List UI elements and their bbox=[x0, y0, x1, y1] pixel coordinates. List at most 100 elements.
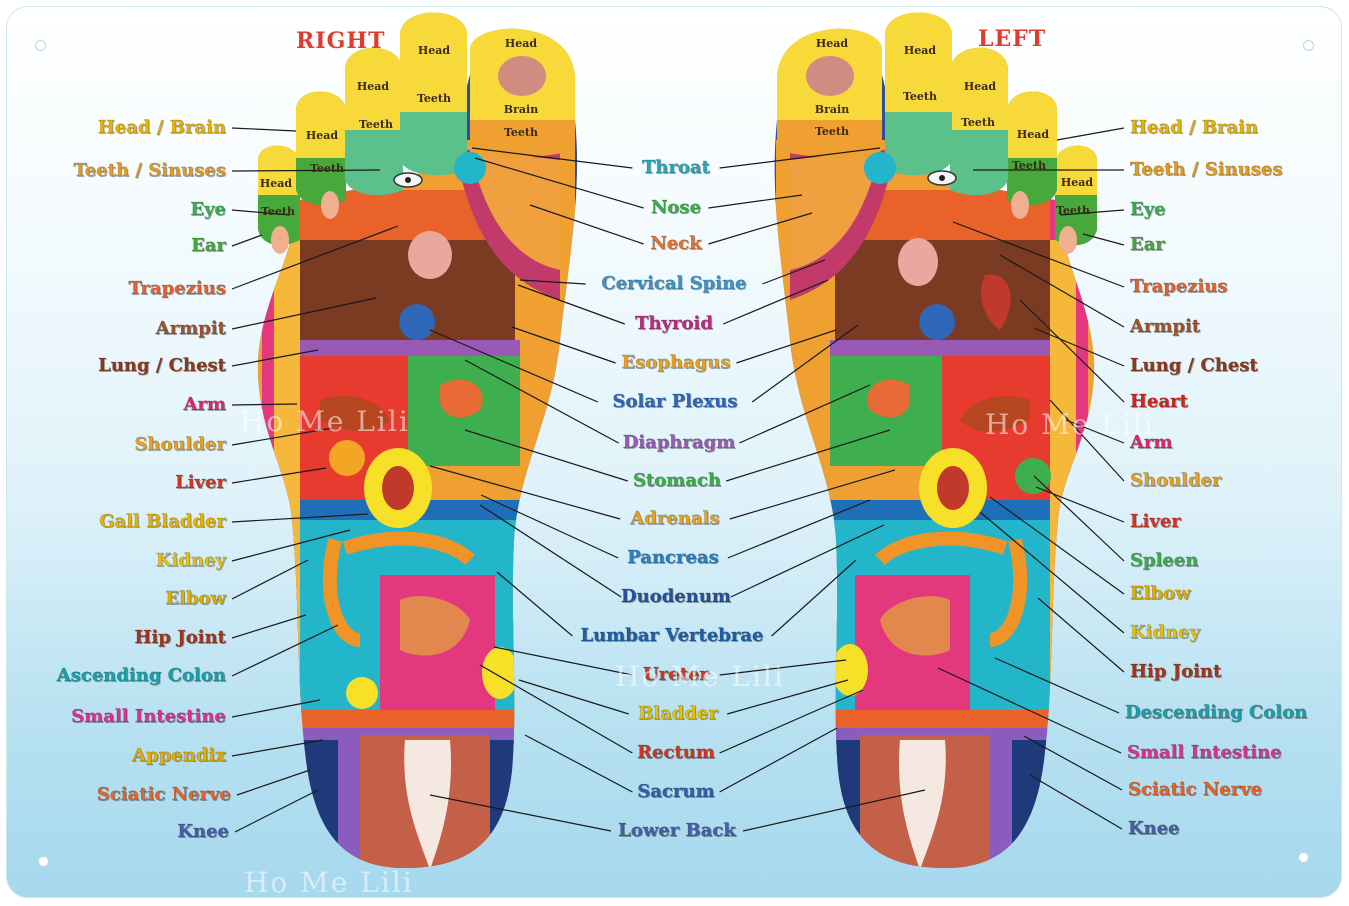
toe-brain-label: Brain bbox=[814, 103, 850, 116]
label-ear: Ear bbox=[1130, 234, 1165, 255]
label-eye: Eye bbox=[190, 199, 226, 220]
leader-line bbox=[727, 679, 849, 715]
toe-head-label: Head bbox=[1016, 128, 1050, 141]
leader-line bbox=[979, 511, 1125, 634]
label-shoulder: Shoulder bbox=[1130, 470, 1222, 491]
label-solar-plexus: Solar Plexus bbox=[612, 391, 738, 412]
label-elbow: Elbow bbox=[165, 588, 226, 609]
leader-line bbox=[464, 359, 619, 444]
label-appendix: Appendix bbox=[132, 745, 226, 766]
leader-line bbox=[742, 789, 926, 832]
label-teeth-sinuses: Teeth / Sinuses bbox=[1130, 159, 1283, 180]
label-cervical-spine: Cervical Spine bbox=[601, 273, 747, 294]
leader-line bbox=[1033, 475, 1125, 562]
label-lung-chest: Lung / Chest bbox=[1130, 355, 1258, 376]
leader-line bbox=[1082, 233, 1125, 246]
label-heart: Heart bbox=[1130, 391, 1188, 412]
leader-line bbox=[234, 789, 319, 833]
label-sciatic-nerve: Sciatic Nerve bbox=[96, 784, 232, 805]
label-lung-chest: Lung / Chest bbox=[98, 355, 226, 376]
watermark: Ho Me Lili bbox=[244, 866, 414, 899]
leader-line bbox=[1037, 597, 1125, 673]
leader-line bbox=[751, 324, 859, 403]
leader-line bbox=[517, 284, 626, 325]
label-ear: Ear bbox=[191, 235, 226, 256]
leader-line bbox=[726, 429, 891, 482]
label-lower-back: Lower Back bbox=[618, 820, 736, 841]
toe-teeth-label: Teeth bbox=[310, 162, 344, 175]
left-foot-title: LEFT bbox=[978, 26, 1047, 52]
label-duodenum: Duodenum bbox=[621, 586, 731, 607]
leader-line bbox=[496, 571, 573, 637]
leader-line bbox=[231, 127, 297, 132]
toe-teeth-label: Teeth bbox=[261, 205, 295, 218]
label-arm: Arm bbox=[1130, 432, 1173, 453]
leader-line bbox=[1033, 327, 1125, 367]
label-spleen: Spleen bbox=[1130, 550, 1199, 571]
toe-teeth-label: Teeth bbox=[1012, 159, 1046, 172]
leader-line bbox=[480, 494, 619, 559]
leader-lines bbox=[231, 127, 1125, 833]
leader-line bbox=[739, 384, 871, 444]
toe-head-label: Head bbox=[1060, 176, 1094, 189]
leader-line bbox=[1019, 299, 1125, 403]
leader-line bbox=[719, 147, 881, 169]
leader-line bbox=[511, 326, 616, 364]
label-elbow: Elbow bbox=[1130, 583, 1191, 604]
mount-hole-bottom-left bbox=[38, 856, 49, 867]
label-knee: Knee bbox=[177, 821, 229, 842]
label-small-intestine: Small Intestine bbox=[1127, 742, 1282, 763]
label-sciatic-nerve: Sciatic Nerve bbox=[1128, 779, 1263, 800]
leader-line bbox=[471, 147, 633, 169]
leader-line bbox=[1056, 127, 1125, 141]
leader-line bbox=[1029, 774, 1123, 830]
leader-line bbox=[1035, 486, 1125, 523]
leader-line bbox=[231, 739, 324, 757]
label-arm: Arm bbox=[183, 394, 226, 415]
label-neck: Neck bbox=[650, 233, 702, 254]
leader-line bbox=[989, 496, 1125, 595]
watermark: Ho Me Lili bbox=[240, 405, 410, 438]
leader-line bbox=[231, 513, 369, 523]
leader-line bbox=[464, 429, 628, 482]
leader-line bbox=[708, 212, 813, 245]
leader-line bbox=[727, 499, 871, 559]
toe-head-label: Head bbox=[356, 80, 390, 93]
toe-teeth-label: Teeth bbox=[815, 125, 849, 138]
label-ascending-colon: Ascending Colon bbox=[56, 665, 227, 686]
leader-line bbox=[429, 465, 621, 520]
left-foot bbox=[774, 12, 1097, 868]
right-foot-title: RIGHT bbox=[296, 28, 386, 54]
leader-line bbox=[730, 524, 885, 598]
leader-line bbox=[231, 699, 321, 718]
leader-line bbox=[231, 559, 309, 600]
leader-line bbox=[1023, 735, 1123, 791]
leader-line bbox=[493, 646, 633, 676]
label-shoulder: Shoulder bbox=[134, 434, 226, 455]
leader-line bbox=[231, 349, 319, 367]
label-thyroid: Thyroid bbox=[635, 313, 713, 334]
leader-line bbox=[719, 659, 847, 676]
toe-head-label: Head bbox=[815, 37, 849, 50]
watermark: Ho Me Lili bbox=[615, 660, 785, 693]
chart-background bbox=[6, 6, 1342, 898]
leader-line bbox=[524, 734, 633, 793]
leader-line bbox=[479, 504, 622, 598]
leader-line bbox=[1049, 399, 1125, 482]
label-trapezius: Trapezius bbox=[128, 278, 226, 299]
label-sacrum: Sacrum bbox=[637, 781, 715, 802]
watermark: Ho Me Lili bbox=[985, 408, 1155, 441]
leader-line bbox=[479, 664, 633, 754]
leader-line bbox=[231, 169, 381, 172]
leader-line bbox=[231, 403, 298, 406]
leader-line bbox=[1065, 419, 1125, 444]
leader-line bbox=[736, 329, 837, 364]
mount-hole-bottom-right bbox=[1298, 852, 1309, 863]
label-liver: Liver bbox=[1130, 511, 1181, 532]
mount-hole-top-left bbox=[35, 40, 46, 51]
leader-line bbox=[937, 667, 1122, 754]
label-descending-colon: Descending Colon bbox=[1125, 702, 1308, 723]
toe-teeth-label: Teeth bbox=[1056, 204, 1090, 217]
label-bladder: Bladder bbox=[638, 703, 718, 724]
label-adrenals: Adrenals bbox=[630, 508, 720, 529]
